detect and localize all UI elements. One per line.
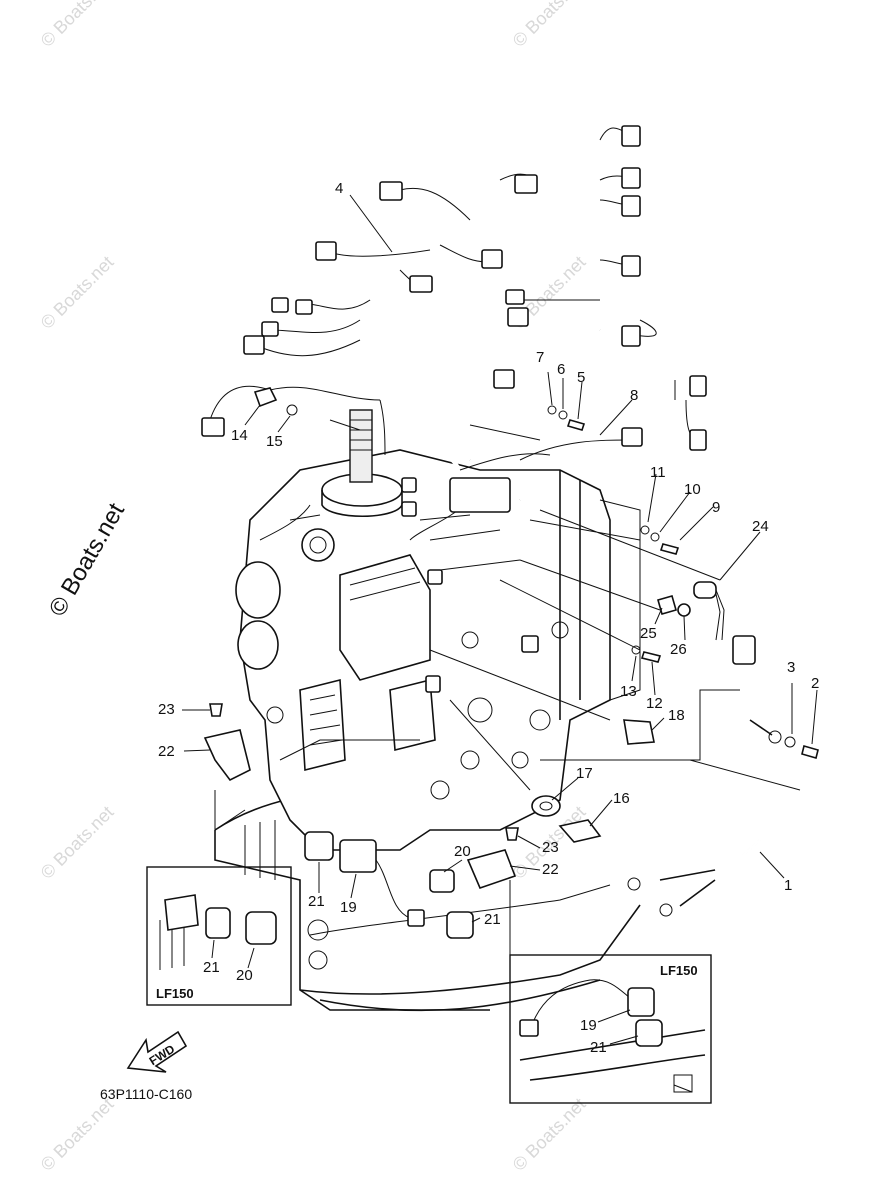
callout-25: 25 xyxy=(640,625,657,642)
connector xyxy=(481,249,503,269)
callout-22-second: 22 xyxy=(542,861,559,878)
connector xyxy=(401,477,417,493)
connector xyxy=(379,181,403,201)
inset-left-lf150: 21 20 LF150 xyxy=(146,866,292,1006)
connector xyxy=(409,275,433,293)
connector xyxy=(689,429,707,451)
inset-left-tag: LF150 xyxy=(156,986,194,1001)
fwd-arrow: FWD xyxy=(126,1030,188,1073)
callout-3: 3 xyxy=(787,659,795,676)
connector xyxy=(271,297,289,313)
watermark-bottom-left: © Boats.net xyxy=(37,1094,118,1175)
callout-5: 5 xyxy=(577,369,585,386)
callout-14: 14 xyxy=(231,427,248,444)
connector xyxy=(425,675,441,693)
connector xyxy=(621,325,641,347)
inset-right-lf150: 19 21 LF150 xyxy=(509,954,712,1104)
callout-10: 10 xyxy=(684,481,701,498)
watermark-bottom-center: © Boats.net xyxy=(509,1094,590,1175)
connector xyxy=(493,369,515,389)
callout-1: 1 xyxy=(784,877,792,894)
connector xyxy=(243,335,265,355)
small-parts xyxy=(203,387,819,939)
callout-4: 4 xyxy=(335,180,343,197)
inset-left-callout-20: 20 xyxy=(236,967,253,984)
connector xyxy=(621,427,643,447)
watermark-top-right: © Boats.net xyxy=(509,0,590,51)
callout-17: 17 xyxy=(576,765,593,782)
connector xyxy=(295,299,313,315)
callout-21-second: 21 xyxy=(484,911,501,928)
callout-22: 22 xyxy=(158,743,175,760)
harness-connectors xyxy=(201,125,707,693)
inset-right-callout-19: 19 xyxy=(580,1017,597,1034)
inset-right-callout-21: 21 xyxy=(590,1039,607,1056)
connector xyxy=(621,255,641,277)
connector xyxy=(315,241,337,261)
part-code: 63P1110-C160 xyxy=(100,1086,192,1102)
connector xyxy=(401,501,417,517)
callout-11: 11 xyxy=(650,464,666,481)
callout-12: 12 xyxy=(646,695,663,712)
callout-18: 18 xyxy=(668,707,685,724)
callout-7: 7 xyxy=(536,349,544,366)
connector xyxy=(201,417,225,437)
callout-24: 24 xyxy=(752,518,769,535)
connector xyxy=(427,569,443,585)
callout-16: 16 xyxy=(613,790,630,807)
watermark-top-left: © Boats.net xyxy=(37,0,118,51)
callout-23: 23 xyxy=(158,701,175,718)
callout-9: 9 xyxy=(712,499,720,516)
connector xyxy=(689,375,707,397)
connector xyxy=(621,195,641,217)
connector xyxy=(507,307,529,327)
callout-20: 20 xyxy=(454,843,471,860)
inset-left-callout-21: 21 xyxy=(203,959,220,976)
callout-13: 13 xyxy=(620,683,637,700)
connector xyxy=(261,321,279,337)
connector xyxy=(621,125,641,147)
callout-6: 6 xyxy=(557,361,565,378)
main-connector xyxy=(449,477,511,513)
connector xyxy=(621,167,641,189)
connector xyxy=(521,635,539,653)
callout-26: 26 xyxy=(670,641,687,658)
callout-15: 15 xyxy=(266,433,283,450)
connector xyxy=(505,289,525,305)
callouts: 1 2 3 4 5 6 7 8 9 10 11 12 13 14 15 16 1… xyxy=(158,180,819,928)
callout-2: 2 xyxy=(811,675,819,692)
callout-19: 19 xyxy=(340,899,357,916)
callout-8: 8 xyxy=(630,387,638,404)
watermark-mid-left: © Boats.net xyxy=(37,252,118,333)
leader-lines xyxy=(182,194,818,960)
engine-block xyxy=(235,409,641,851)
connector xyxy=(514,174,538,194)
callout-21: 21 xyxy=(308,893,325,910)
callout-23-second: 23 xyxy=(542,839,559,856)
watermark-large-side: © Boats.net xyxy=(44,498,130,621)
watermark-low-left: © Boats.net xyxy=(37,802,118,883)
inset-right-tag: LF150 xyxy=(660,963,698,978)
